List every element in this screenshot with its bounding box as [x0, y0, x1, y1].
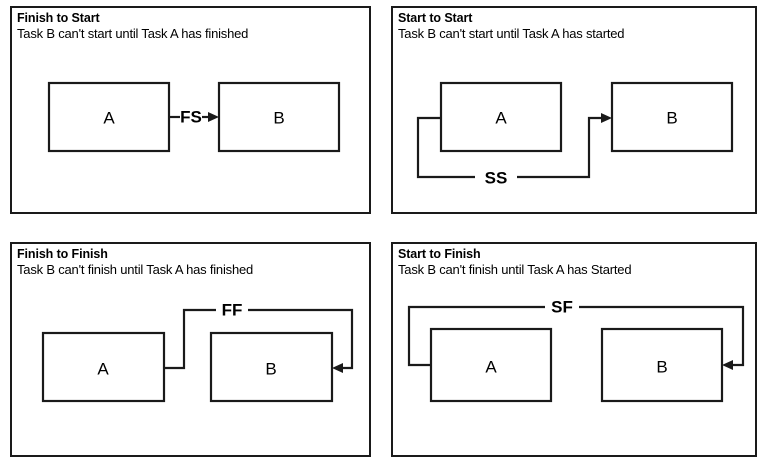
- link-type-label: FF: [222, 301, 243, 320]
- panel-title: Start to Start: [398, 11, 473, 25]
- link-type-label: SF: [551, 298, 573, 317]
- panel-heading-group: Finish to Finish Task B can't finish unt…: [17, 247, 365, 278]
- task-box-b: [610, 81, 734, 153]
- task-box-b-label: B: [656, 358, 667, 377]
- panel-heading-group: Finish to Start Task B can't start until…: [17, 11, 365, 42]
- panel-subtitle: Task B can't start until Task A has star…: [398, 26, 625, 41]
- panel-subtitle: Task B can't finish until Task A has fin…: [17, 262, 254, 277]
- panel-heading-group: Start to Finish Task B can't finish unti…: [398, 247, 751, 278]
- arrowhead-icon: [332, 363, 343, 373]
- diagram-finish-to-finish: A B FF: [12, 244, 369, 455]
- panel-start-to-finish: Start to Finish Task B can't finish unti…: [391, 242, 757, 457]
- task-box-b-label: B: [273, 109, 284, 128]
- connector-segment-left: [407, 305, 545, 367]
- task-box-b-label: B: [265, 360, 276, 379]
- panel-subtitle: Task B can't finish until Task A has Sta…: [398, 262, 632, 277]
- arrowhead-icon: [601, 113, 612, 123]
- task-box-a: [47, 81, 171, 153]
- task-box-b: [209, 331, 334, 403]
- arrowhead-icon: [722, 360, 733, 370]
- diagram-finish-to-start: A B FS: [12, 8, 369, 212]
- panel-finish-to-finish: Finish to Finish Task B can't finish unt…: [10, 242, 371, 457]
- panel-title: Finish to Finish: [17, 247, 108, 261]
- task-box-a-label: A: [495, 109, 507, 128]
- connector-segment-right: [579, 305, 745, 367]
- panel-title: Finish to Start: [17, 11, 100, 25]
- task-box-a-label: A: [103, 109, 115, 128]
- panel-title: Start to Finish: [398, 247, 481, 261]
- task-box-b: [217, 81, 341, 153]
- diagram-start-to-start: A B SS: [393, 8, 755, 212]
- connector-segment-right: [248, 308, 354, 370]
- connector-segment-left: [164, 308, 216, 370]
- link-type-label: FS: [180, 108, 202, 127]
- task-box-a: [439, 81, 563, 153]
- panel-start-to-start: Start to Start Task B can't start until …: [391, 6, 757, 214]
- task-box-a: [429, 327, 553, 403]
- panel-heading-group: Start to Start Task B can't start until …: [398, 11, 751, 42]
- task-box-a-label: A: [485, 358, 497, 377]
- arrowhead-icon: [208, 112, 219, 122]
- diagram-start-to-finish: A B SF: [393, 244, 755, 455]
- connector-segment-right: [517, 116, 604, 179]
- link-type-label: SS: [485, 169, 508, 188]
- task-box-a-label: A: [97, 360, 109, 379]
- panel-finish-to-start: Finish to Start Task B can't start until…: [10, 6, 371, 214]
- panel-subtitle: Task B can't start until Task A has fini…: [17, 26, 249, 41]
- task-box-b-label: B: [666, 109, 677, 128]
- connector-segment-left: [416, 116, 475, 179]
